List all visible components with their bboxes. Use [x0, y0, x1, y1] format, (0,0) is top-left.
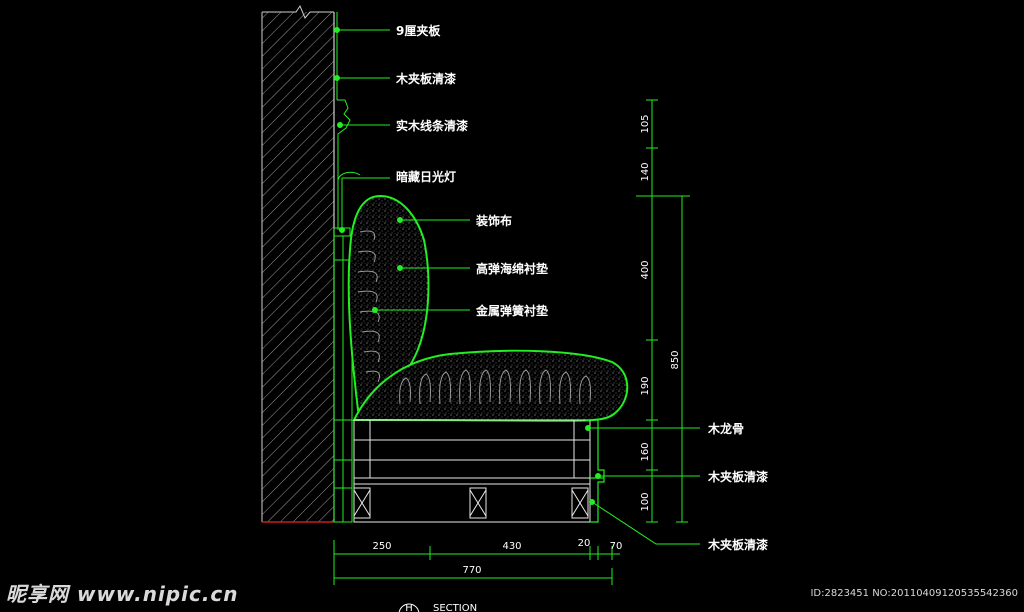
label-foam: 高弹海绵衬垫: [476, 261, 548, 276]
dim-v-105: 105: [640, 114, 651, 133]
label-plywood-clear-top: 木夹板清漆: [395, 71, 456, 86]
dim-v-160: 160: [640, 442, 651, 461]
wall-panel: [333, 12, 361, 237]
label-fabric: 装饰布: [475, 213, 512, 228]
dim-h-430: 430: [502, 541, 521, 552]
dim-h-250: 250: [372, 541, 391, 552]
section-letter: H: [405, 603, 413, 612]
backrest-cushion: [347, 194, 430, 412]
dim-v-190: 190: [640, 376, 651, 395]
section-text: SECTION: [433, 603, 477, 612]
leaders: [334, 27, 700, 545]
label-plywood-clear-mid: 木夹板清漆: [707, 469, 768, 484]
dim-v-100: 100: [640, 492, 651, 511]
section-marker: H SECTION: [398, 603, 477, 612]
dim-h-70: 70: [610, 541, 623, 552]
dim-h-20: 20: [578, 538, 591, 549]
dim-v-140: 140: [640, 162, 651, 181]
seat-frame: [333, 235, 353, 523]
label-plywood-9: 9厘夹板: [396, 23, 441, 38]
label-wood-strip: 实木线条清漆: [396, 118, 468, 133]
label-keel: 木龙骨: [707, 421, 744, 436]
seat-cushion: [352, 349, 629, 422]
dim-h-total: 770: [462, 565, 481, 576]
horizontal-dimensions: [333, 540, 620, 585]
label-spring: 金属弹簧衬垫: [475, 303, 548, 318]
dim-v-400: 400: [640, 260, 651, 279]
label-plywood-clear-bottom: 木夹板清漆: [707, 537, 768, 552]
seat-base: [353, 419, 591, 523]
vertical-dimensions: [636, 99, 690, 523]
base-face-panel: [586, 419, 605, 523]
label-hidden-light: 暗藏日光灯: [396, 169, 456, 184]
dim-v-total: 850: [670, 350, 681, 369]
watermark: 昵享网 www.nipic.cn: [6, 582, 239, 606]
image-id-text: ID:2823451 NO:20110409120535542360: [810, 588, 1018, 599]
wall: [261, 4, 335, 523]
